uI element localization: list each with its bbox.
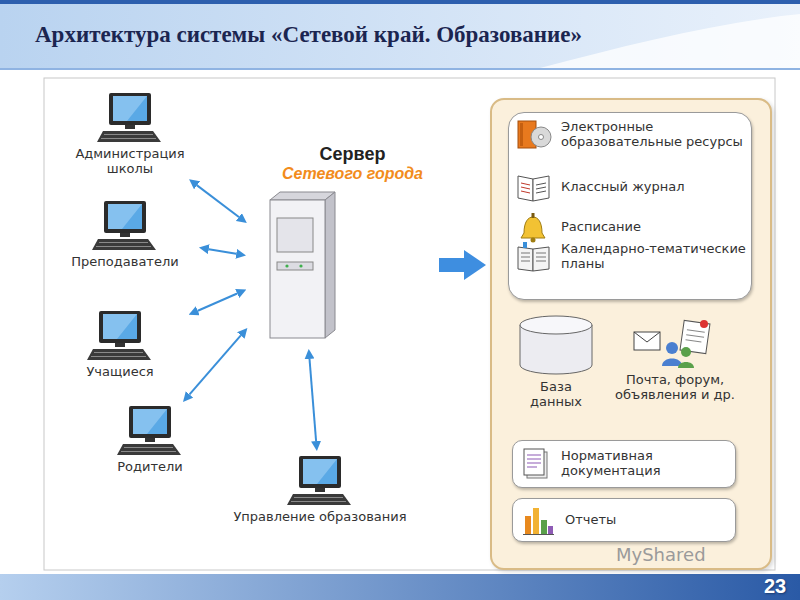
connector-arrow [209,249,236,254]
server-tower [265,190,340,342]
node-text: Преподаватели [71,255,178,270]
node-text: Управление образования [233,510,406,525]
service-item: Календарно-тематические планы [515,240,747,274]
content-frame [44,78,775,570]
user-computer: Родители [90,405,210,475]
page-number: 23 [764,575,786,598]
computer-icon [90,200,160,252]
node-text: Электронные образовательные ресурсы [561,120,747,150]
node-text: Сетевого города [282,165,423,183]
ebook-icon [515,118,553,152]
node-text: Родители [117,460,183,475]
header-rule [0,68,800,70]
footer-band [0,574,800,600]
node-text: База данных [515,380,597,410]
database-cylinder [516,315,596,377]
data-flow-arrow [439,258,464,272]
user-computer: Администрация школы [65,92,195,177]
header-line [0,0,800,4]
node-text: Администрация школы [65,147,195,177]
slide-title: Архитектура системы «Сетевой край. Образ… [35,22,582,48]
computer-icon [115,405,185,457]
journal-icon [515,170,553,204]
server-node: СерверСетевого города [250,140,435,345]
node-text: Календарно-тематические планы [561,242,747,272]
services-group: Электронные образовательные ресурсыКласс… [508,112,752,300]
user-computer: Управление образования [205,455,435,525]
report-box: Отчеты [512,498,736,542]
node-text: Отчеты [565,513,616,528]
user-computer: Учащиеся [55,310,185,380]
node-text: Нормативная документация [561,449,727,479]
connector-arrow [197,185,239,217]
node-text: Расписание [561,220,641,235]
watermark: MyShared [616,544,706,565]
node-text: Классный журнал [561,180,685,195]
header-band [0,4,800,68]
service-item: Электронные образовательные ресурсы [515,118,747,152]
mail-forum-icon [630,318,720,370]
bell-icon [515,210,553,244]
database-node: База данных [515,315,597,410]
document-icon [521,447,551,481]
node-text: Сервер [320,144,386,165]
chart-icon [521,504,555,536]
messaging-node: Почта, форум, объявления и др. [615,318,735,403]
service-item: Классный журнал [515,170,747,204]
node-text: Учащиеся [86,365,153,380]
connector-arrow [190,335,241,394]
node-text: Почта, форум, объявления и др. [615,373,735,403]
connector-arrow [198,293,237,310]
computer-icon [95,92,165,144]
document-box: Нормативная документация [512,440,736,488]
user-computer: Преподаватели [55,200,195,270]
service-item: Расписание [515,210,747,244]
services-panel: Электронные образовательные ресурсыКласс… [490,98,772,570]
computer-icon [85,310,155,362]
plan-icon [515,240,553,274]
connector-arrow [310,359,317,441]
computer-icon [285,455,355,507]
